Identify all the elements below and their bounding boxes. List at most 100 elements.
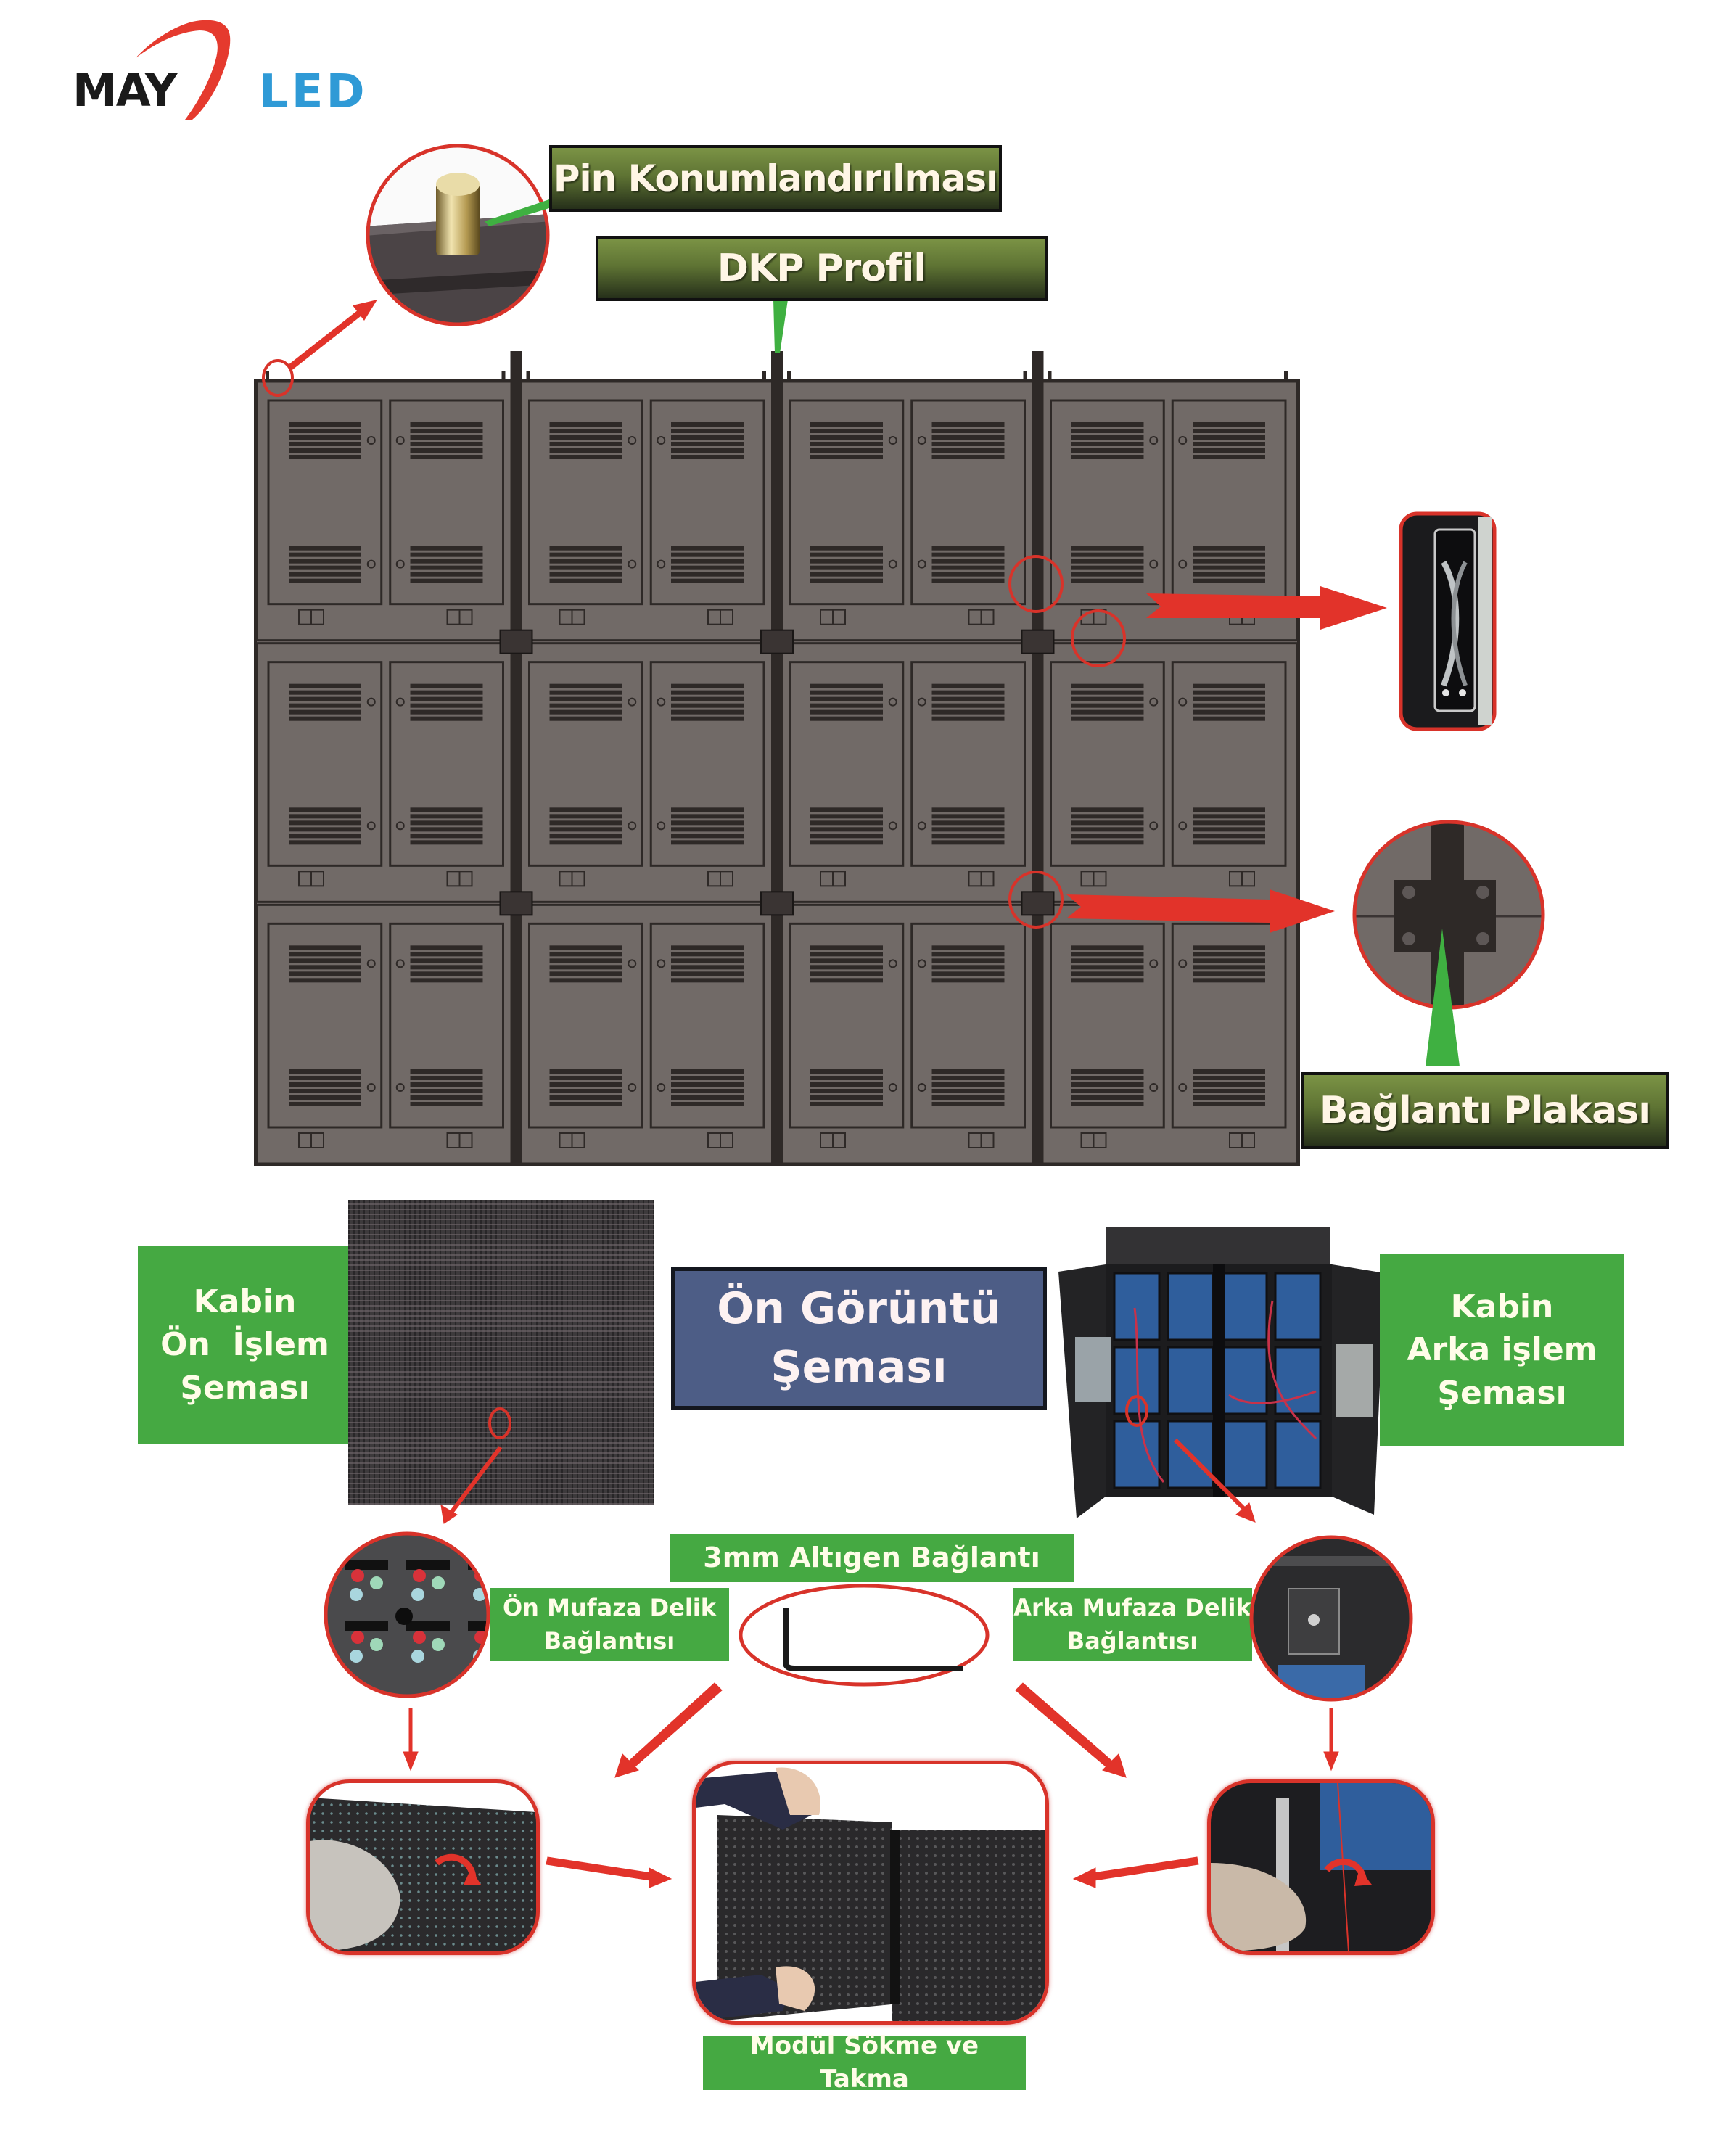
vent-slat [289,1069,361,1074]
vent-slat [1193,690,1265,695]
vent-slat [1071,552,1144,557]
vent-slat [1071,827,1144,832]
vent-slat [1193,807,1265,812]
vent-slat [289,572,361,577]
vent-slat [671,834,744,839]
vent-slat [549,1089,622,1093]
cabinet-wall-diagram [254,351,1300,1166]
door-handle-icon [888,697,897,707]
vent-slat [671,1076,744,1080]
vent-slat [410,1082,483,1087]
door-handle-icon [657,559,666,569]
rear-module-removal-photo [1207,1779,1435,1955]
vent-slat [1071,834,1144,839]
vent-slat [810,683,883,688]
vent-slat [1193,1095,1265,1100]
vent-slat [410,958,483,963]
vent-slat [1193,429,1265,433]
vent-slat [931,971,1005,976]
led-module-back [1274,1420,1322,1489]
cabinet-door [389,922,504,1129]
vent-slat [289,971,361,976]
cabinet-wall-drawing [254,351,1300,1166]
vent-slat [410,559,483,564]
vent-slat [671,552,744,557]
vent-slat [410,578,483,583]
vent-slat [549,572,622,577]
cabinet-rear-photo [1055,1221,1396,1531]
connection-plate [760,629,794,654]
vent-slat [289,565,361,570]
vent-slat [549,546,622,551]
vent-slat [1071,840,1144,845]
vent-slat [1071,442,1144,446]
vent-slat [1193,827,1265,832]
cabinet-door [649,922,765,1129]
vent-slat [410,952,483,957]
led-diode [350,1588,363,1601]
vent-slat [549,442,622,446]
vent-slat [1071,958,1144,963]
vent-slat [810,1069,883,1074]
vent-slat [810,807,883,812]
rear-hole-connection-label: Arka Mufaza Delik Bağlantısı [1013,1588,1252,1661]
door-handle-icon [657,697,666,707]
vent-slat [671,565,744,570]
vent-slat [810,429,883,433]
vent-slat [1193,820,1265,826]
vent-slat [410,703,483,708]
door-handle-icon [1178,697,1188,707]
vent-slat [549,422,622,427]
vent-slat [1193,716,1265,721]
vent-slat [810,978,883,983]
vent-slat [810,578,883,583]
plate-closeup-image [1352,820,1545,1010]
vent-slat [1071,945,1144,950]
led-diode [473,1588,486,1601]
vent-slat [410,552,483,557]
vent-slat [810,834,883,839]
vent-slat [671,965,744,970]
connection-plate-label: Bağlantı Plakası [1301,1072,1669,1149]
vent-slat [289,945,361,950]
vent-slat [410,1069,483,1074]
door-handle-icon [1149,821,1159,831]
vent-slat [1071,572,1144,577]
vent-slat [289,429,361,433]
vent-slat [410,429,483,433]
vent-slat [671,422,744,427]
vent-slat [549,683,622,688]
vent-slat [289,1089,361,1093]
vent-slat [549,952,622,957]
door-handle-icon [628,559,637,569]
locating-pin [1023,371,1027,380]
vent-slat [671,546,744,551]
vent-slat [289,709,361,715]
dkp-profile-bar [510,351,522,1165]
arrow-hex-to-center-left-icon [614,1682,723,1778]
vent-slat [1193,442,1265,446]
door-handle-icon [628,436,637,445]
vent-slat [549,703,622,708]
rear-hole-closeup [1248,1534,1414,1703]
connection-plate [760,891,794,916]
pin-positioning-label: Pin Konumlandırılması [549,145,1002,212]
vent-slat [1071,978,1144,983]
cabinet-door [389,661,504,867]
vent-slat [1193,546,1265,551]
brand-logo: MAY LED [69,15,395,123]
locating-pin [787,371,791,380]
vent-slat [1193,422,1265,427]
vent-slat [549,429,622,433]
vent-slat [1071,952,1144,957]
door-handle-icon [888,559,897,569]
vent-slat [1071,1076,1144,1080]
vent-slat [289,578,361,583]
dkp-profile-bar [1032,351,1044,1165]
vent-slat [810,572,883,577]
vent-slat [671,827,744,832]
vent-slat [671,435,744,440]
vent-slat [1193,709,1265,715]
rear-removal-image [1211,1783,1431,1951]
cabinet-door [789,399,905,606]
